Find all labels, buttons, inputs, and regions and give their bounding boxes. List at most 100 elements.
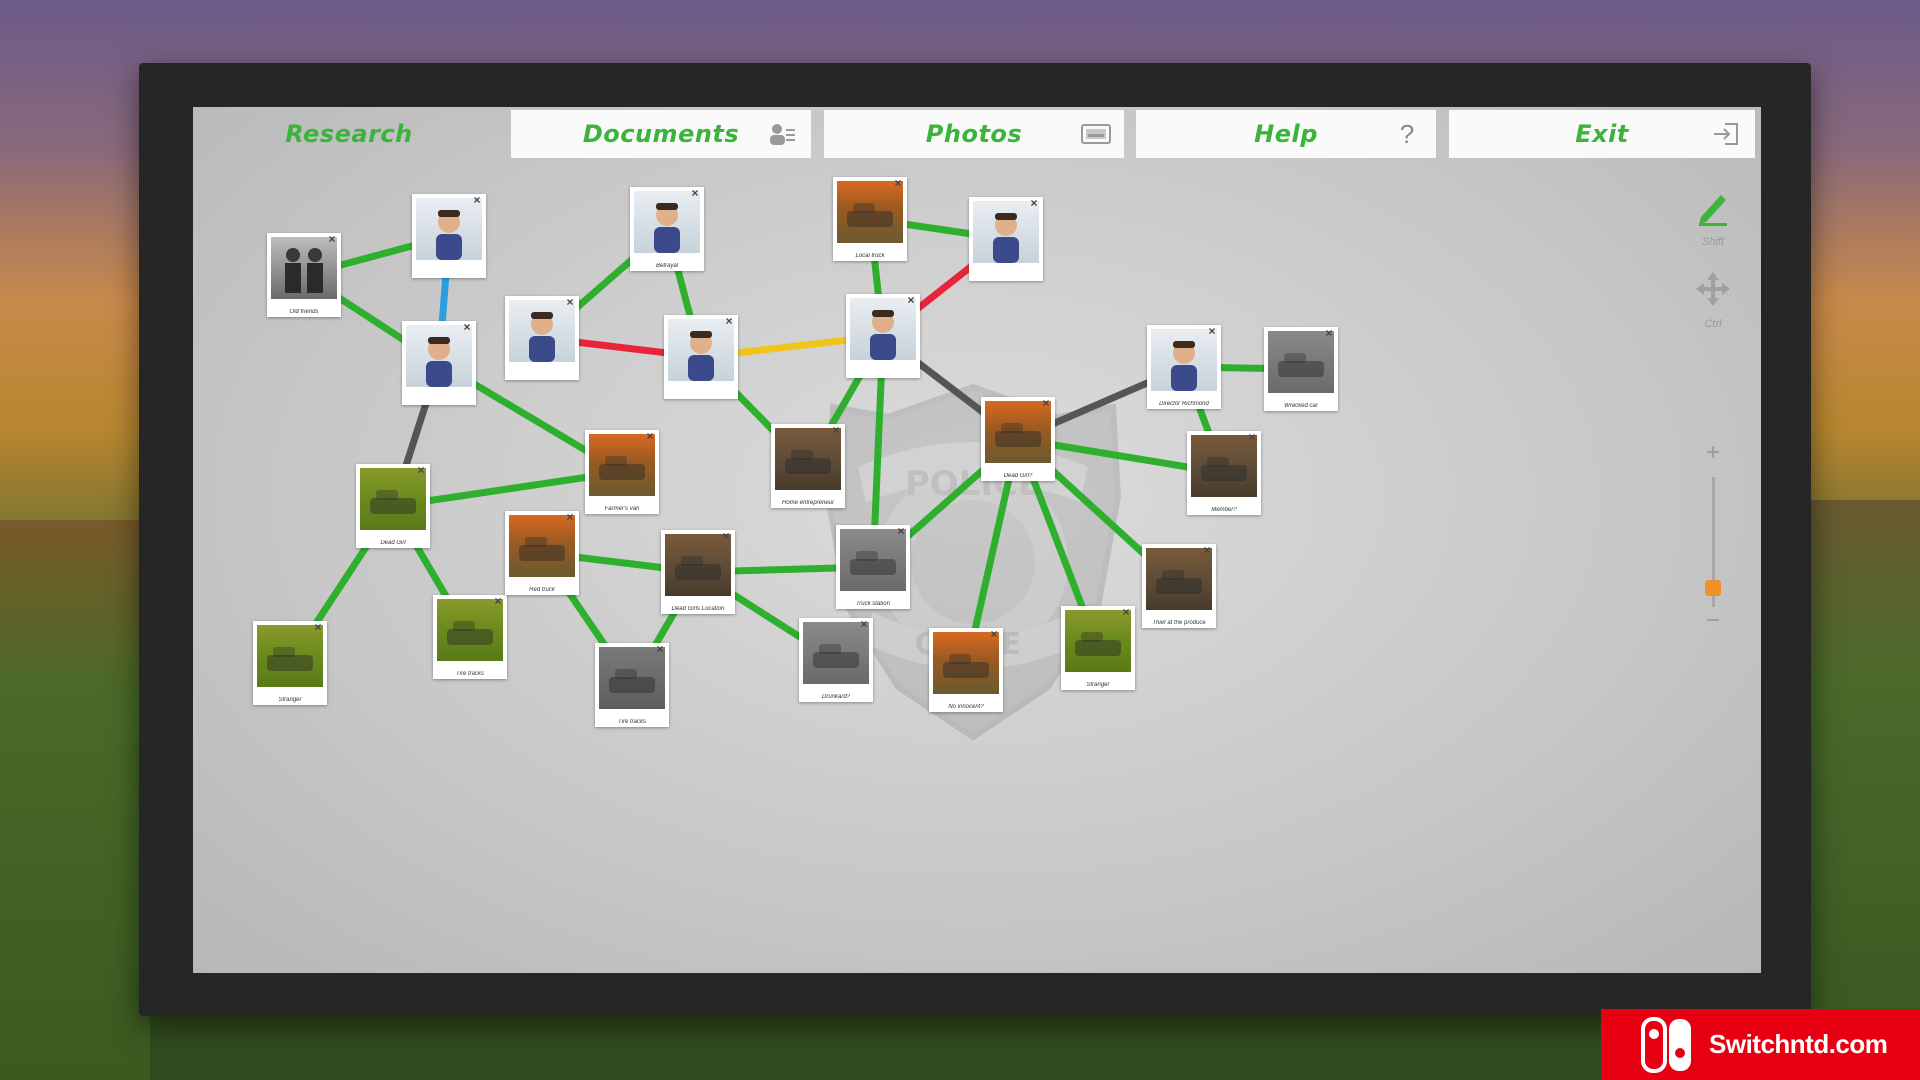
card-caption: Stranger	[278, 697, 302, 703]
card-caption: Home entrepreneur	[781, 500, 835, 506]
close-icon[interactable]: ×	[725, 314, 733, 328]
close-icon[interactable]: ×	[566, 295, 574, 309]
close-icon[interactable]: ×	[691, 186, 699, 200]
evidence-card[interactable]: × Dead Girl	[356, 464, 430, 548]
close-icon[interactable]: ×	[860, 617, 868, 631]
card-caption: Local truck	[855, 253, 885, 259]
evidence-card[interactable]: ×	[412, 194, 486, 278]
evidence-card[interactable]: × No innocent?	[929, 628, 1003, 712]
evidence-photo	[1191, 435, 1257, 497]
close-icon[interactable]: ×	[463, 320, 471, 334]
evidence-card[interactable]: × Local truck	[833, 177, 907, 261]
close-icon[interactable]: ×	[656, 642, 664, 656]
card-caption: Dead Girl	[380, 540, 406, 546]
move-tool-key: Ctrl	[1704, 318, 1722, 330]
close-icon[interactable]: ×	[1325, 326, 1333, 340]
close-icon[interactable]: ×	[1042, 396, 1050, 410]
evidence-card[interactable]: ×Dead Girls Location	[661, 530, 735, 614]
close-icon[interactable]: ×	[894, 176, 902, 190]
evidence-photo	[1146, 548, 1212, 610]
tab-photos[interactable]: Photos	[824, 110, 1124, 158]
evidence-card[interactable]: × Wrecked car	[1264, 327, 1338, 411]
suspect-portrait	[416, 198, 482, 260]
evidence-card[interactable]: ×	[402, 321, 476, 405]
move-tool[interactable]: Ctrl	[1683, 269, 1743, 330]
tab-help[interactable]: Help ?	[1136, 110, 1436, 158]
evidence-card[interactable]: × Tire tracks	[595, 643, 669, 727]
evidence-photo	[840, 529, 906, 591]
evidence-photo	[665, 534, 731, 596]
card-caption: No innocent?	[948, 704, 984, 710]
evidence-card[interactable]: ×Farmer's van	[585, 430, 659, 514]
documents-icon	[767, 120, 797, 148]
evidence-card[interactable]: ×Dead Girl?	[981, 397, 1055, 481]
evidence-card[interactable]: ×	[505, 296, 579, 380]
tab-documents[interactable]: Documents	[511, 110, 811, 158]
close-icon[interactable]: ×	[897, 524, 905, 538]
card-caption: Wrecked car	[1284, 403, 1318, 409]
card-caption: Stranger	[1086, 682, 1110, 688]
close-icon[interactable]: ×	[1030, 196, 1038, 210]
evidence-card[interactable]: × Director Richmond	[1147, 325, 1221, 409]
evidence-card[interactable]: ×	[846, 294, 920, 378]
photos-icon	[1080, 120, 1111, 148]
zoom-in-button[interactable]: +	[1705, 439, 1720, 466]
evidence-photo	[271, 237, 337, 299]
close-icon[interactable]: ×	[328, 232, 336, 246]
evidence-photo	[509, 515, 575, 577]
evidence-photo	[257, 625, 323, 687]
evidence-card[interactable]: ×	[664, 315, 738, 399]
zoom-slider-track[interactable]	[1712, 477, 1715, 607]
suspect-portrait	[406, 325, 472, 387]
evidence-card[interactable]: ×	[969, 197, 1043, 281]
evidence-card[interactable]: × Red truck	[505, 511, 579, 595]
evidence-card[interactable]: × Home entrepreneur	[771, 424, 845, 508]
close-icon[interactable]: ×	[907, 293, 915, 307]
close-icon[interactable]: ×	[990, 627, 998, 641]
evidence-card[interactable]: ×Betrayal	[630, 187, 704, 271]
evidence-card[interactable]: ×Member?	[1187, 431, 1261, 515]
zoom-out-button[interactable]: −	[1705, 607, 1720, 634]
tab-research[interactable]: Research	[199, 110, 499, 158]
evidence-card[interactable]: ×Thief at the produce	[1142, 544, 1216, 628]
evidence-card[interactable]: × Truck station	[836, 525, 910, 609]
move-icon	[1683, 269, 1743, 318]
close-icon[interactable]: ×	[566, 510, 574, 524]
card-caption: Director Richmond	[1159, 401, 1209, 407]
close-icon[interactable]: ×	[1208, 324, 1216, 338]
evidence-photo	[803, 622, 869, 684]
evidence-photo	[775, 428, 841, 490]
evidence-photo	[1065, 610, 1131, 672]
evidence-card[interactable]: ×Tire tracks	[433, 595, 507, 679]
close-icon[interactable]: ×	[832, 423, 840, 437]
close-icon[interactable]: ×	[494, 594, 502, 608]
card-caption: Red truck	[529, 587, 555, 593]
tab-research-label: Research	[285, 120, 413, 148]
site-watermark-logo: Switchntd.com	[1601, 1009, 1920, 1080]
evidence-card[interactable]: ×Drunkard?	[799, 618, 873, 702]
evidence-photo	[985, 401, 1051, 463]
evidence-card[interactable]: × Stranger	[253, 621, 327, 705]
tab-help-label: Help	[1254, 120, 1318, 148]
card-caption: Tire tracks	[618, 719, 646, 725]
zoom-slider-handle[interactable]	[1705, 579, 1721, 596]
tab-exit[interactable]: Exit	[1449, 110, 1755, 158]
close-icon[interactable]: ×	[1248, 430, 1256, 444]
close-icon[interactable]: ×	[1203, 543, 1211, 557]
close-icon[interactable]: ×	[473, 193, 481, 207]
evidence-card[interactable]: ×Old friends	[267, 233, 341, 317]
close-icon[interactable]: ×	[314, 620, 322, 634]
pen-icon	[1683, 187, 1743, 236]
right-toolbar: Shift Ctrl + −	[1683, 157, 1743, 757]
card-caption: Truck station	[856, 601, 890, 607]
suspect-portrait	[1151, 329, 1217, 391]
background-scenery-left	[0, 520, 150, 1080]
evidence-card[interactable]: × Stranger	[1061, 606, 1135, 690]
close-icon[interactable]: ×	[1122, 605, 1130, 619]
evidence-photo	[437, 599, 503, 661]
close-icon[interactable]: ×	[722, 529, 730, 543]
close-icon[interactable]: ×	[417, 463, 425, 477]
close-icon[interactable]: ×	[646, 429, 654, 443]
suspect-portrait	[509, 300, 575, 362]
draw-tool[interactable]: Shift	[1683, 187, 1743, 248]
